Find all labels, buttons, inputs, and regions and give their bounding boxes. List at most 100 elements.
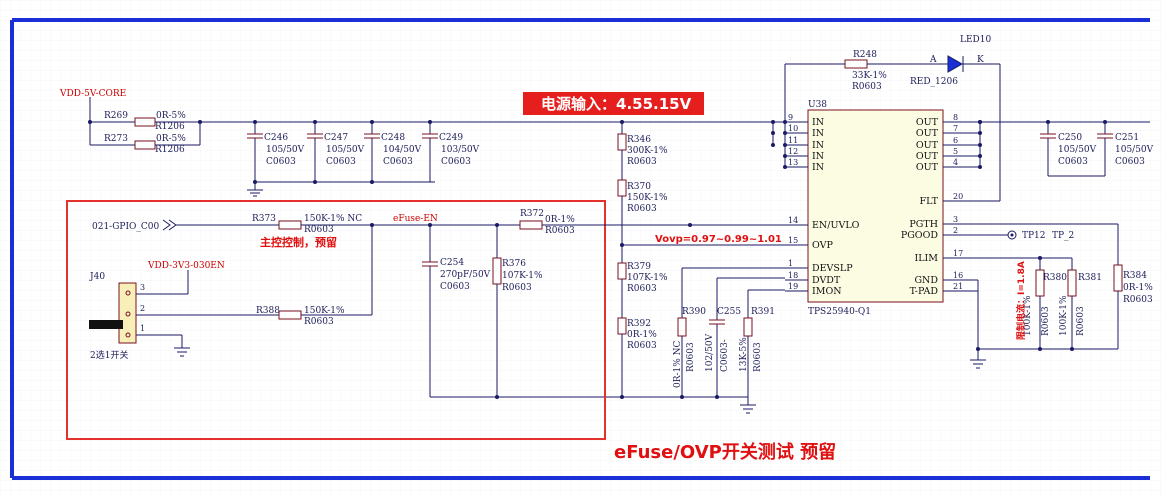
led-fault-circuit: R248 33K-1% R0603 LED10 RED_1206 A K [784, 35, 1001, 201]
c248: C248 104/50V C0603 [364, 120, 422, 184]
ic-pin-number: 21 [953, 282, 963, 291]
c250-val: 105/50V [1058, 145, 1097, 155]
tp12-marker [1007, 230, 1017, 240]
c248-ref: C248 [381, 133, 405, 143]
c251-pkg: C0603 [1115, 157, 1145, 167]
ic-pin-number: 19 [788, 282, 798, 291]
ic-pin-name: DEVSLP [812, 263, 853, 274]
c249: C249 103/50V C0603 [422, 120, 480, 182]
ic-pin-number: 13 [788, 158, 798, 167]
ic-pin-name: ILIM [914, 253, 938, 264]
j40-ref: J40 [89, 272, 105, 282]
r379-val: 107K-1% [627, 273, 668, 283]
r384-val: 0R-1% [1123, 283, 1153, 293]
output-rail: C250 105/50V C0603 C251 105/50V C0603 [978, 120, 1154, 177]
r248-pkg: R0603 [852, 82, 882, 92]
r391-ref: R391 [751, 307, 775, 317]
c248-val: 104/50V [383, 145, 422, 155]
c247-val: 105/50V [326, 145, 365, 155]
ic-pin-name: OVP [812, 240, 833, 251]
r370-val: 150K-1% [627, 193, 668, 203]
ic-pin-number: 7 [953, 124, 958, 133]
ic-pin-number: 4 [953, 158, 958, 167]
c254-pkg: C0603 [440, 282, 470, 292]
r384-pkg: R0603 [1123, 295, 1153, 305]
ic-pin-number: 5 [953, 147, 958, 156]
r392-pkg: R0603 [627, 341, 657, 351]
ic-pin-number: 6 [953, 136, 958, 145]
r273-pkg: R1206 [155, 145, 185, 155]
c250-ref: C250 [1058, 133, 1082, 143]
j40-desc: 2选1开关 [90, 349, 128, 361]
banner-text: 电源输入：4.55.15V [541, 95, 692, 113]
ic-pin-name: PGTH [909, 219, 938, 230]
r379-ref: R379 [627, 262, 651, 272]
net-efuse-en-label: eFuse-EN [393, 214, 438, 224]
r384-ref: R384 [1123, 271, 1147, 281]
r380-ref: R380 [1043, 273, 1067, 283]
ic-pin-name: IN [812, 117, 824, 128]
r269-ref: R269 [104, 111, 128, 121]
c249-pkg: C0603 [441, 157, 471, 167]
ic-pin-number: 20 [953, 192, 963, 201]
r381-pkg: R0603 [1076, 306, 1086, 336]
r248-ref: R248 [853, 50, 877, 60]
c246-pkg: C0603 [266, 157, 296, 167]
ic-pin-number: 8 [953, 113, 958, 122]
ic-pin-name: IN [812, 162, 824, 173]
ic-pin-name: EN/UVLO [812, 220, 860, 231]
r390-ref: R390 [682, 307, 706, 317]
optional-block-frame [66, 200, 606, 440]
r376-pkg: R0603 [502, 283, 532, 293]
ic-pin-name: IN [812, 151, 824, 162]
ic-pin-number: 12 [788, 147, 798, 156]
c249-ref: C249 [439, 133, 463, 143]
r381-ref: R381 [1078, 273, 1102, 283]
master-control-note: 主控控制，预留 [260, 235, 337, 249]
r273-ref: R273 [104, 134, 128, 144]
c246-val: 105/50V [266, 145, 305, 155]
ovp-annotation: Vovp=0.97~0.99~1.01 [655, 234, 782, 245]
tp12-name: TP_2 [1052, 231, 1074, 241]
ic-pin-name: GND [914, 275, 938, 286]
j40-lever [89, 320, 123, 329]
r392-ref: R392 [627, 319, 651, 329]
r390-pkg: R0603 [686, 342, 696, 372]
r346-ref: R346 [627, 135, 651, 145]
j40-pin1: 1 [140, 324, 145, 333]
ic-pin-name: FLT [920, 196, 939, 207]
ic-pin-name: DVDT [812, 275, 841, 286]
led-val: RED_1206 [910, 77, 958, 87]
r388-pkg: R0603 [304, 317, 334, 327]
ground-symbol-1 [247, 189, 263, 197]
r380-val: 100K-1% [1023, 295, 1033, 336]
r388-ref: R388 [256, 306, 280, 316]
ic-pin-number: 11 [788, 136, 798, 145]
ic-pin-name: OUT [916, 128, 939, 139]
r273-val: 0R-5% [156, 134, 186, 144]
j40-pin3: 3 [140, 283, 145, 292]
r372-pkg: R0603 [545, 226, 575, 236]
r373-pkg: R0603 [304, 225, 334, 235]
led-pin-a: A [929, 55, 937, 65]
r370-pkg: R0603 [627, 204, 657, 214]
ic-ref: U38 [808, 100, 827, 110]
c246-ref: C246 [264, 133, 288, 143]
ic-pin-name: OUT [916, 117, 939, 128]
ic-pin-number: 9 [788, 113, 793, 122]
ic-part: TPS25940-Q1 [808, 307, 871, 317]
r388-val: 150K-1% [304, 306, 345, 316]
ic-pin-number: 17 [953, 249, 963, 258]
r379-pkg: R0603 [627, 284, 657, 294]
ic-pin-name: T-PAD [910, 286, 939, 297]
r248-val: 33K-1% [852, 71, 887, 81]
j40-body [118, 282, 137, 344]
ic-pin-number: 16 [953, 271, 963, 280]
r372-ref: R372 [520, 209, 544, 219]
sheet-border [10, 18, 1150, 480]
input-capacitors: C246 105/50V C0603 C247 105/50V C0603 C2… [247, 120, 480, 197]
r390-val: 0R-1% NC [673, 340, 683, 388]
ic-pin-number: 3 [953, 215, 958, 224]
